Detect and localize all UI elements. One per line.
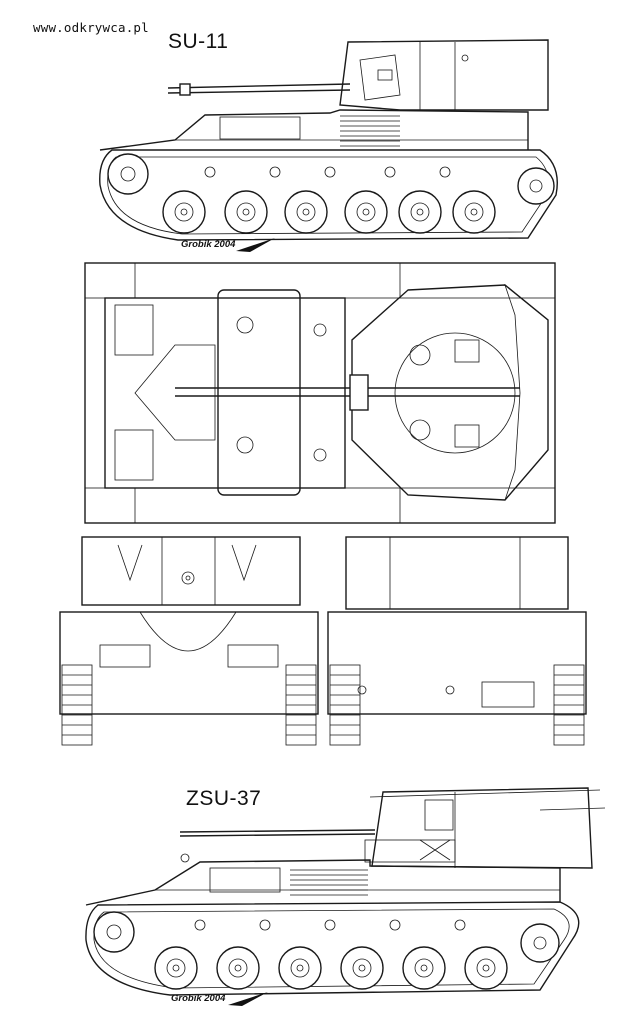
zsu37-road-wheels [154,946,508,990]
zsu37-drive-sprocket [93,911,135,953]
zsu37-gun-barrel [179,829,376,833]
su11-signature-arrow [236,238,275,252]
zsu37-superstructure [371,787,593,869]
su11-front-turret [81,536,301,606]
su11-side-view [99,39,558,252]
su11-turret [339,39,549,111]
su11-top-fighting-compartment [217,289,301,496]
su11-gun-barrel [167,83,351,89]
su11-hull-hatch [219,116,301,140]
su11-top-track-right [84,487,556,524]
su11-hull [99,109,529,151]
su11-road-wheels [162,190,496,234]
su11-top-engine-deck [134,344,216,441]
su11-title: SU-11 [168,30,229,53]
zsu37-side-view [85,787,606,1006]
su11-rear-hull [327,611,587,715]
su11-top-track-left [84,262,556,299]
zsu37-signature-arrow [228,992,268,1006]
su11-grille [340,115,400,147]
su11-top-outline [84,262,556,524]
su11-front-view [59,536,319,746]
zsu37-track [85,901,580,996]
su11-signature: Grobik 2004 [181,239,236,250]
su11-rear-view [327,536,587,746]
su11-top-turret [351,284,549,501]
su11-gun-shield [359,54,401,101]
su11-rear-turret [345,536,569,610]
zsu37-grille [290,869,368,896]
su11-idler-wheel [517,167,555,205]
su11-drive-sprocket [107,153,149,195]
su11-track [99,149,558,241]
zsu37-idler-wheel [520,923,560,963]
su11-front-hull [59,611,319,715]
zsu37-gun-shield [424,799,454,831]
su11-top-view [84,262,556,524]
su11-top-hull [104,297,346,489]
zsu37-title: ZSU-37 [186,787,262,810]
zsu37-signature: Grobik 2004 [171,993,226,1004]
zsu37-hull-hatch [209,867,281,893]
watermark-text: www.odkrywca.pl [33,20,149,35]
